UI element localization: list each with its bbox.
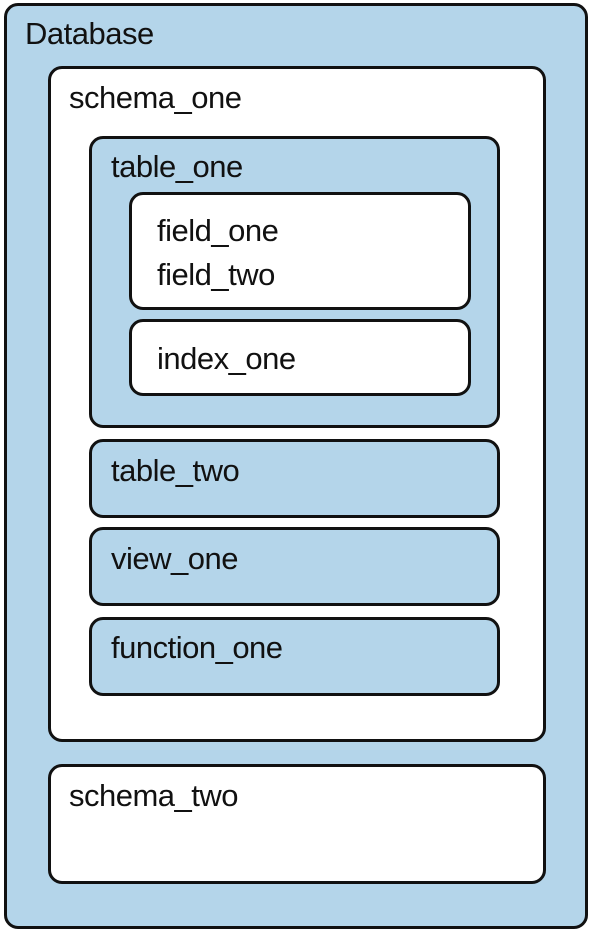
table-two-box: table_two <box>89 439 500 518</box>
field-one-label: field_one <box>157 213 279 248</box>
field-two-label: field_two <box>157 257 275 292</box>
index-box: index_one <box>129 319 471 396</box>
view-one-label: view_one <box>111 541 238 576</box>
schema-two-label: schema_two <box>69 778 239 813</box>
index-one-label: index_one <box>157 341 296 376</box>
view-one-box: view_one <box>89 527 500 606</box>
schema-two-box: schema_two <box>48 764 546 884</box>
schema-one-label: schema_one <box>69 80 242 115</box>
table-one-label: table_one <box>111 149 243 184</box>
function-one-label: function_one <box>111 630 283 665</box>
fields-box: field_one field_two <box>129 192 471 310</box>
database-label: Database <box>25 16 154 51</box>
table-two-label: table_two <box>111 453 240 488</box>
function-one-box: function_one <box>89 617 500 696</box>
